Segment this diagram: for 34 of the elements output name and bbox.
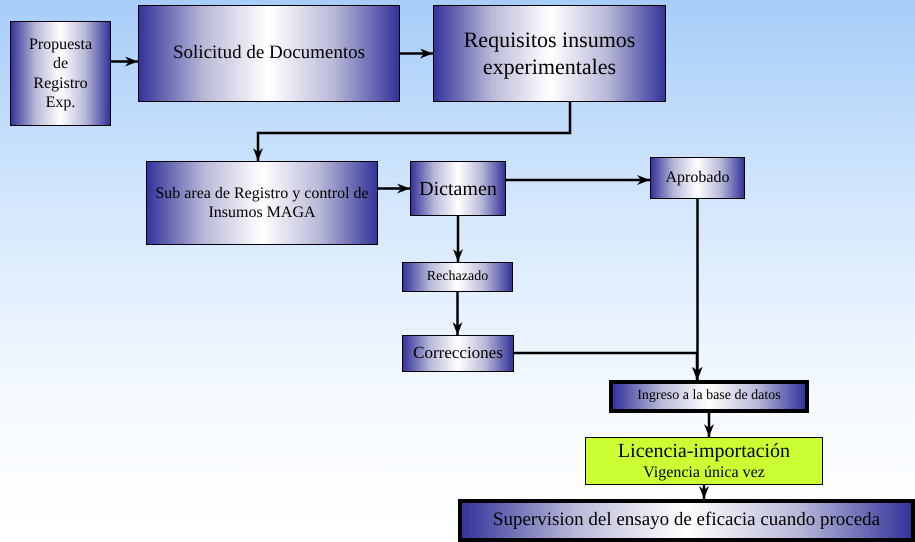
box-label: Correcciones: [413, 343, 503, 364]
box-label: Aprobado: [666, 168, 730, 188]
arrow: [453, 216, 463, 262]
box-label: Ingreso a la base de datos: [637, 388, 781, 405]
box-label: Sub area de Registro y control de Insumos MAGA: [154, 184, 370, 222]
box-label: Licencia-importación: [618, 439, 790, 464]
box-label: Propuesta de Registro Exp.: [28, 35, 92, 112]
process-box: [433, 5, 666, 102]
box-label: Rechazado: [426, 268, 488, 286]
process-box: [650, 157, 745, 199]
box-label: Supervision del ensayo de eficacia cuando proceda: [492, 509, 880, 532]
process-box: [410, 161, 506, 216]
process-box: [609, 380, 809, 413]
arrow: [400, 48, 433, 58]
process-box: [402, 335, 514, 372]
box-label: Requisitos insumos experimentales: [462, 27, 636, 80]
arrow: [111, 56, 138, 66]
process-box: [458, 499, 915, 542]
arrow: [692, 199, 702, 380]
arrow: [253, 102, 572, 161]
process-box: [402, 262, 513, 292]
arrow: [704, 413, 714, 437]
process-box: [146, 161, 378, 245]
box-label: Vigencia única vez: [643, 463, 765, 483]
arrow: [506, 175, 650, 185]
process-box: [585, 437, 823, 485]
box-label: Solicitud de Documentos: [172, 42, 366, 65]
arrow: [378, 184, 410, 194]
arrow: [514, 352, 702, 380]
box-label: Dictamen: [419, 176, 497, 200]
process-box: [10, 21, 111, 126]
process-box: [138, 5, 400, 102]
arrow: [699, 485, 709, 499]
arrow: [452, 292, 462, 335]
